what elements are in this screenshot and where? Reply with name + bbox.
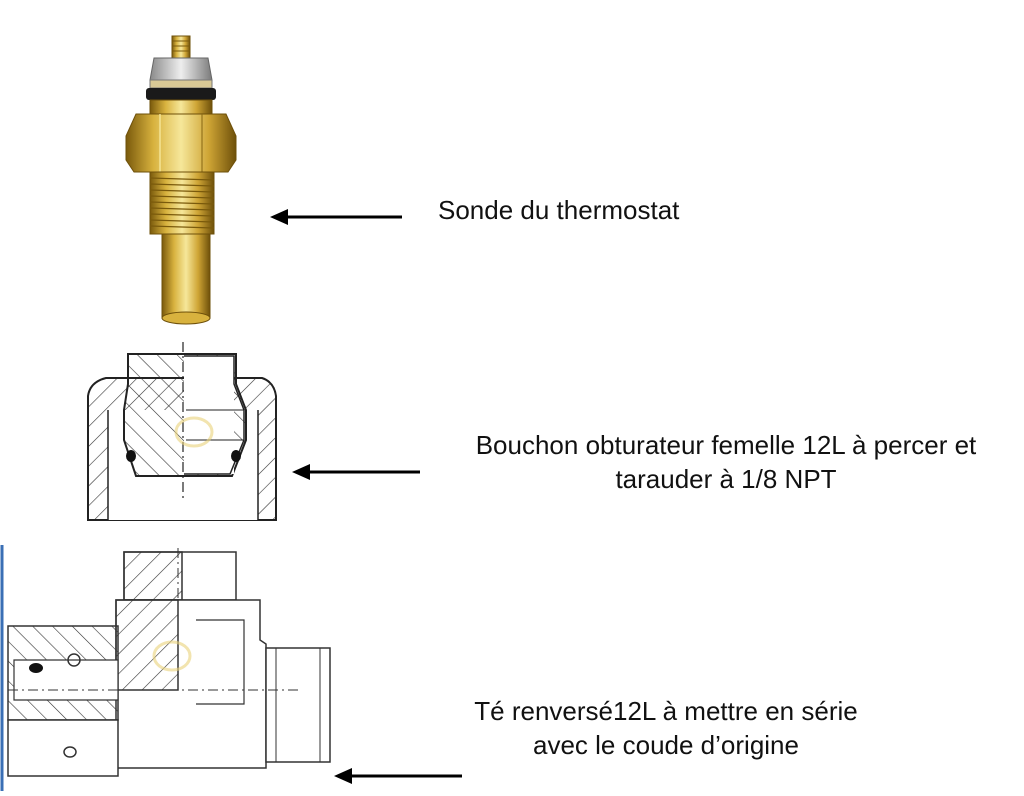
blanking-plug-label-line1: Bouchon obturateur femelle 12L à percer … (475, 430, 977, 460)
arrow-tee (334, 768, 462, 784)
sensor-label: Sonde du thermostat (438, 195, 680, 225)
reversed-tee-label-line1: Té renversé12L à mettre en série (474, 696, 858, 726)
blanking-plug-drawing (87, 342, 277, 521)
reversed-tee-label: Té renversé12L à mettre en série avec le… (436, 694, 896, 762)
thermostat-sensor-photo (125, 35, 237, 325)
reversed-tee-label-line2: avec le coude d’origine (533, 730, 799, 760)
blanking-plug-label: Bouchon obturateur femelle 12L à percer … (428, 428, 1024, 496)
arrow-plug (292, 464, 420, 480)
arrow-sensor (270, 209, 402, 225)
blanking-plug-label-line2: tarauder à 1/8 NPT (615, 464, 837, 494)
reversed-tee-drawing (0, 545, 331, 791)
